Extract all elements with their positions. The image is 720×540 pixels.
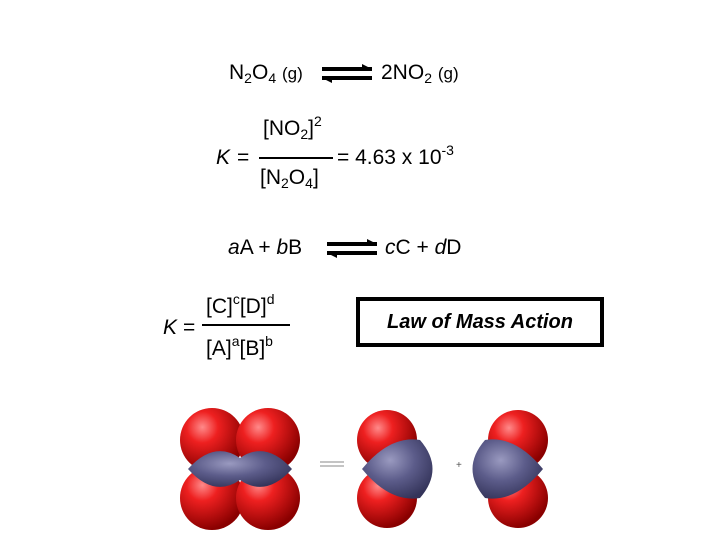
n2o4-molecule <box>180 408 300 530</box>
k2-denominator: [A]a[B]b <box>206 333 273 360</box>
k-equals: = <box>237 146 250 169</box>
no2-formula: 2NO2 (g) <box>381 61 459 86</box>
fraction-bar <box>202 324 290 326</box>
small-equilibrium-arrows-icon <box>320 461 344 467</box>
no2-molecule-2 <box>472 410 548 528</box>
equilibrium-arrows-icon <box>327 239 377 258</box>
molecule-illustration: + <box>180 408 548 530</box>
k1-denominator: [N2O4] <box>260 166 319 191</box>
k-symbol: K <box>216 146 231 169</box>
k1-value: = 4.63 x 10-3 <box>337 142 454 169</box>
k1-numerator: [NO2]2 <box>263 113 322 142</box>
equilibrium-arrows-icon <box>322 64 372 83</box>
phase-label: (g) <box>281 64 303 83</box>
general-products: cC + dD <box>385 236 462 259</box>
plus-sign: + <box>456 460 462 471</box>
phase-label: (g) <box>437 64 459 83</box>
no2-molecule-1 <box>357 410 433 528</box>
fraction-bar <box>259 157 333 159</box>
k-equals: = <box>183 316 196 339</box>
n2o4-formula: N2O4 (g) <box>229 61 303 86</box>
general-reactants: aA + bB <box>228 236 303 259</box>
law-of-mass-action-box: Law of Mass Action <box>356 297 604 347</box>
law-label: Law of Mass Action <box>387 310 573 333</box>
k-symbol: K <box>163 316 178 339</box>
k2-numerator: [C]c[D]d <box>206 291 275 318</box>
